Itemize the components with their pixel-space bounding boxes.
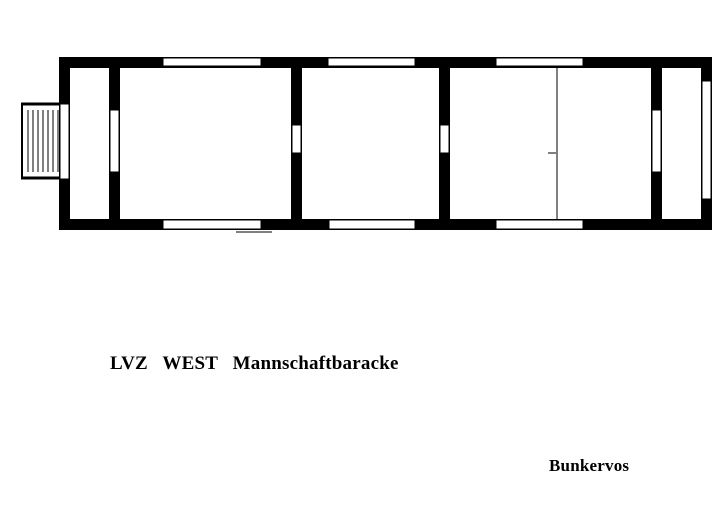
window-right [701,80,712,200]
door-partition-1 [109,109,120,173]
drawing-author: Bunkervos [549,456,630,475]
window-top-3 [495,57,584,67]
door-bottom [328,219,416,230]
door-partition-2 [291,124,302,154]
outer-walls [59,57,712,230]
window-top-1 [162,57,262,67]
entrance-left [59,103,70,180]
door-partition-3 [439,124,450,154]
window-bottom-2 [495,219,584,230]
window-top-2 [327,57,416,67]
entrance-steps [21,102,60,180]
steps-outline [21,103,60,179]
window-bottom-1 [162,219,262,230]
door-partition-4 [651,109,662,173]
interior-walls [109,57,662,230]
openings [59,57,712,230]
drawing-title: LVZ WEST Mannschaftbaracke [110,353,399,374]
